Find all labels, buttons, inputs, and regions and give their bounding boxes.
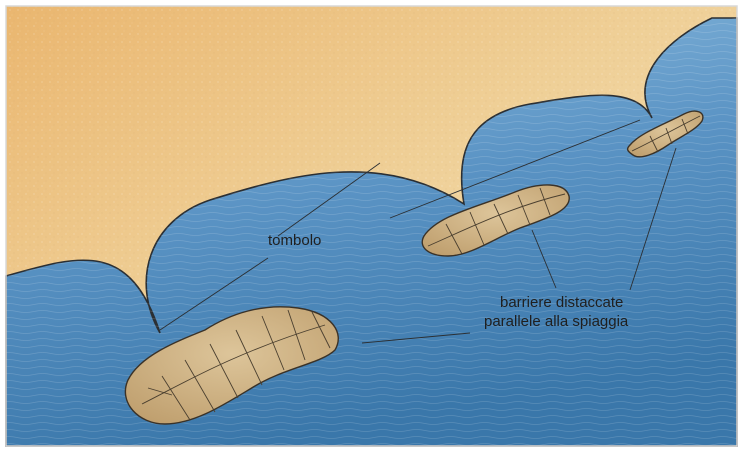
label-barriers-line2: parallele alla spiaggia	[484, 313, 629, 330]
label-tombolo: tombolo	[268, 232, 321, 249]
label-barriers-line1: barriere distaccate	[500, 294, 623, 311]
